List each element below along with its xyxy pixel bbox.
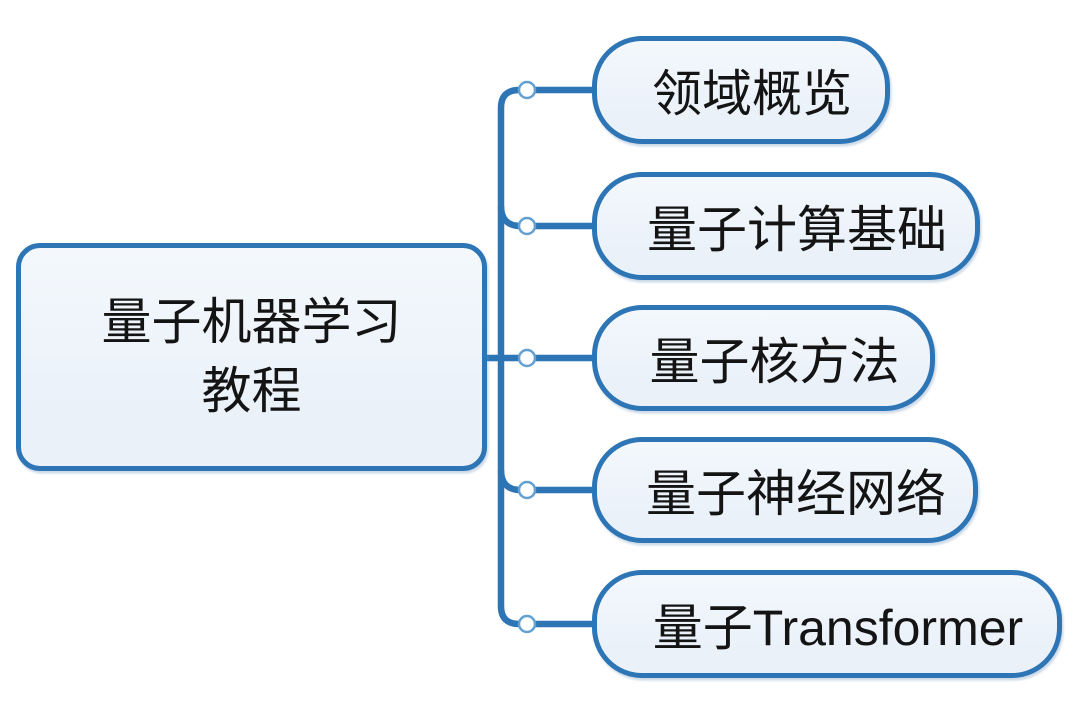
child-node-label: 量子核方法 — [649, 334, 900, 390]
child-node-label: 领域概览 — [652, 66, 852, 122]
child-node-quantum-neural-networks[interactable]: 量子神经网络 — [592, 437, 978, 543]
root-node-label-line2: 教程 — [201, 363, 302, 419]
root-node[interactable]: 量子机器学习 教程 — [16, 243, 487, 471]
root-node-label: 量子机器学习 教程 — [102, 288, 402, 426]
child-node-quantum-kernel-methods[interactable]: 量子核方法 — [592, 305, 935, 411]
child-node-quantum-computing-basics[interactable]: 量子计算基础 — [592, 172, 980, 280]
junction-dot-4 — [517, 480, 537, 500]
branch-connector-2 — [497, 205, 592, 230]
root-node-label-line1: 量子机器学习 — [101, 294, 402, 350]
child-node-quantum-transformer[interactable]: 量子Transformer — [592, 570, 1062, 678]
junction-dot-5 — [517, 614, 537, 634]
branch-connector-4 — [497, 469, 592, 494]
junction-dot-3 — [517, 348, 537, 368]
junction-dot-2 — [517, 216, 537, 236]
child-node-label: 量子神经网络 — [646, 466, 946, 522]
junction-dot-1 — [517, 80, 537, 100]
child-node-domain-overview[interactable]: 领域概览 — [592, 36, 890, 144]
child-node-label: 量子Transformer — [652, 600, 1024, 656]
child-node-label: 量子计算基础 — [647, 202, 947, 258]
